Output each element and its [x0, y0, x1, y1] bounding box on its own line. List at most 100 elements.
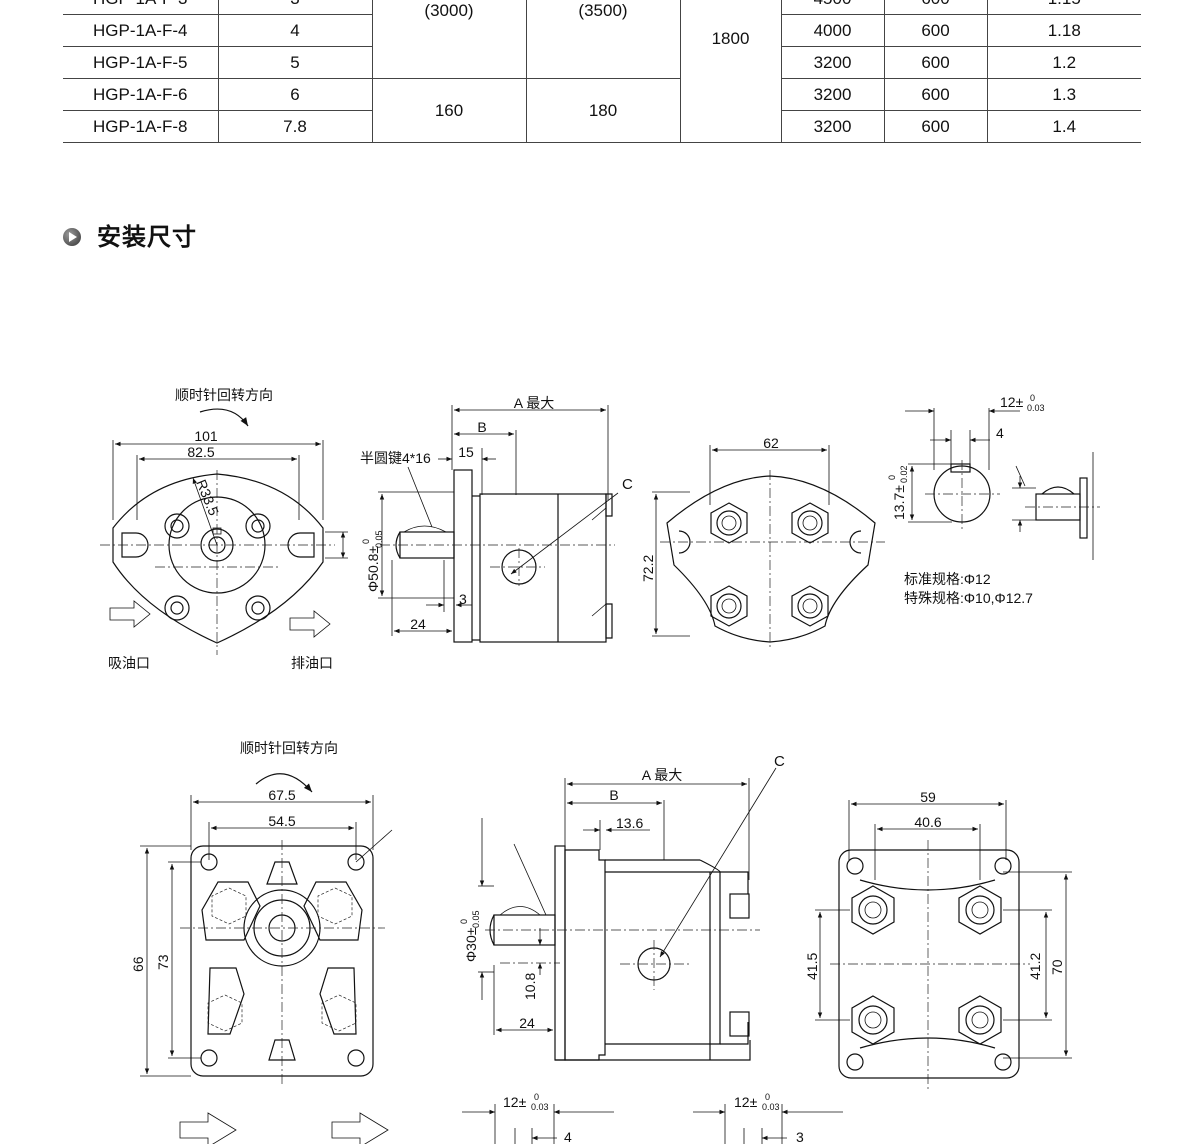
weight-cell: 1.4 [987, 110, 1141, 143]
section-title: 安装尺寸 [97, 222, 197, 251]
dim-text: 15 [458, 444, 474, 460]
pump2-side-view: A 最大 B 13.6 C Φ30± 0 [459, 753, 785, 1061]
table-row: HGP-1A-F-5 5 3200 600 1.2 [63, 46, 1141, 79]
model-cell: HGP-1A-F-6 [63, 78, 219, 111]
rated-pressure-cell: 160 [372, 78, 527, 143]
rotation-note: 顺时针回转方向 [175, 387, 273, 403]
dim-text: A 最大 [514, 395, 554, 411]
model-cell: HGP-1A-F-5 [63, 46, 219, 79]
tol-text: 0 [887, 475, 897, 480]
outlet-arrow-icon [331, 1112, 389, 1144]
port-label: C [622, 476, 633, 493]
min-speed-cell: 600 [884, 78, 988, 111]
dim-text: 40.6 [914, 814, 941, 830]
rated-speed-cell: 1800 [680, 0, 782, 143]
spec-note: 特殊规格:Φ10,Φ12.7 [904, 590, 1033, 606]
dim-text: 12± [734, 1094, 758, 1110]
pump1-side-view: A 最大 B 15 半圆键4*16 C Φ50.8± 0 [360, 395, 633, 643]
shaft-detail-1: 12± 0 0.03 4 13.7± 0 0.02 标准规格:Φ12 特殊规格:… [887, 393, 1100, 606]
key-label: 半圆键4*16 [360, 450, 431, 466]
dim-text: 59 [920, 789, 936, 805]
dim-text: 70 [1049, 959, 1065, 975]
bullet-arrow-icon [63, 228, 81, 246]
max-speed-cell: 4000 [781, 14, 885, 47]
weight-cell: 1.3 [987, 78, 1141, 111]
shaft-detail-2: 12± 0 0.03 4 12± 0 0.03 3 [462, 1092, 843, 1144]
pump-body-outline [666, 475, 876, 643]
dim-text: 13.6 [616, 815, 643, 831]
pump1-rear-view: 62 72.2 [640, 435, 885, 650]
weight-cell: 1.15 [987, 0, 1141, 15]
dim-text: 13.7± [891, 485, 907, 520]
dim-text: 72.2 [640, 555, 656, 582]
min-speed-cell: 600 [884, 14, 988, 47]
min-speed-cell: 600 [884, 0, 988, 15]
port-label: C [774, 753, 785, 770]
rotation-arrow-icon [199, 408, 249, 427]
dim-text: 73 [155, 954, 171, 970]
pump2-front-view: 顺时针回转方向 67.5 54.5 66 [130, 740, 393, 1144]
dim-text: 24 [410, 616, 426, 632]
tol-text: 0.02 [899, 465, 909, 483]
dim-text: 41.2 [1027, 953, 1043, 980]
max-speed-cell: 4500 [781, 0, 885, 15]
rotation-arrow-icon [255, 773, 313, 793]
weight-cell: 1.2 [987, 46, 1141, 79]
outlet-label: 排油口 [291, 655, 333, 671]
max-speed-cell: 3200 [781, 110, 885, 143]
displacement-cell: 5 [218, 46, 373, 79]
tol-text: 0 [534, 1092, 539, 1102]
dim-text: B [609, 787, 618, 803]
tol-text: 0.03 [762, 1102, 780, 1112]
rotation-note: 顺时针回转方向 [240, 740, 338, 756]
spec-note: 标准规格:Φ12 [904, 571, 991, 587]
mount-slot [287, 532, 315, 558]
tol-text: 0.05 [471, 910, 481, 928]
displacement-cell: 3 [218, 0, 373, 15]
displacement-cell: 7.8 [218, 110, 373, 143]
max-pressure-cell: (3500) [526, 0, 681, 79]
tol-text: 0.03 [1027, 403, 1045, 413]
table-row: HGP-1A-F-6 6 160 180 3200 600 1.3 [63, 78, 1141, 143]
table-row: HGP-1A-F-3 3 (3000) (3500) 1800 4500 600… [63, 0, 1141, 143]
dim-text: 67.5 [268, 787, 295, 803]
dim-text: 82.5 [187, 444, 214, 460]
dim-text: B [477, 419, 486, 435]
dim-text: 66 [130, 956, 146, 972]
max-pressure-cell: 180 [526, 78, 681, 143]
mount-slot [121, 532, 149, 558]
min-speed-cell: 600 [884, 46, 988, 79]
outlet-arrow-icon [289, 610, 331, 638]
tol-text: 0 [361, 539, 371, 544]
dim-text: 12± [503, 1094, 527, 1110]
dim-text: 3 [796, 1129, 804, 1144]
max-speed-cell: 3200 [781, 46, 885, 79]
dim-text: Φ30± [463, 927, 479, 962]
weight-cell: 1.18 [987, 14, 1141, 47]
tol-text: 0.05 [374, 530, 384, 548]
table-row: HGP-1A-F-4 4 4000 600 1.18 [63, 14, 1141, 47]
section-heading: 安装尺寸 [63, 216, 197, 252]
displacement-cell: 4 [218, 14, 373, 47]
table-row: HGP-1A-F-8 7.8 3200 600 1.4 [63, 110, 1141, 143]
tol-text: 0 [459, 919, 469, 924]
max-speed-cell: 3200 [781, 78, 885, 111]
model-cell: HGP-1A-F-4 [63, 14, 219, 47]
model-cell: HGP-1A-F-8 [63, 110, 219, 143]
inlet-arrow-icon [109, 600, 151, 628]
pump2-rear-view: 59 40.6 41.5 41.2 70 [804, 789, 1072, 1090]
dim-text: 4 [996, 425, 1004, 441]
inlet-arrow-icon [179, 1112, 237, 1144]
min-speed-cell: 600 [884, 110, 988, 143]
rated-pressure-cell: (3000) [372, 0, 527, 79]
dim-text: Φ50.8± [365, 546, 381, 592]
tol-text: 0 [765, 1092, 770, 1102]
dim-text: 12± [1000, 394, 1024, 410]
displacement-cell: 6 [218, 78, 373, 111]
dim-text: 3 [459, 591, 467, 607]
dim-text: 24 [519, 1015, 535, 1031]
dim-text: 41.5 [804, 953, 820, 980]
model-cell: HGP-1A-F-3 [63, 0, 219, 15]
dim-text: 4 [564, 1129, 572, 1144]
